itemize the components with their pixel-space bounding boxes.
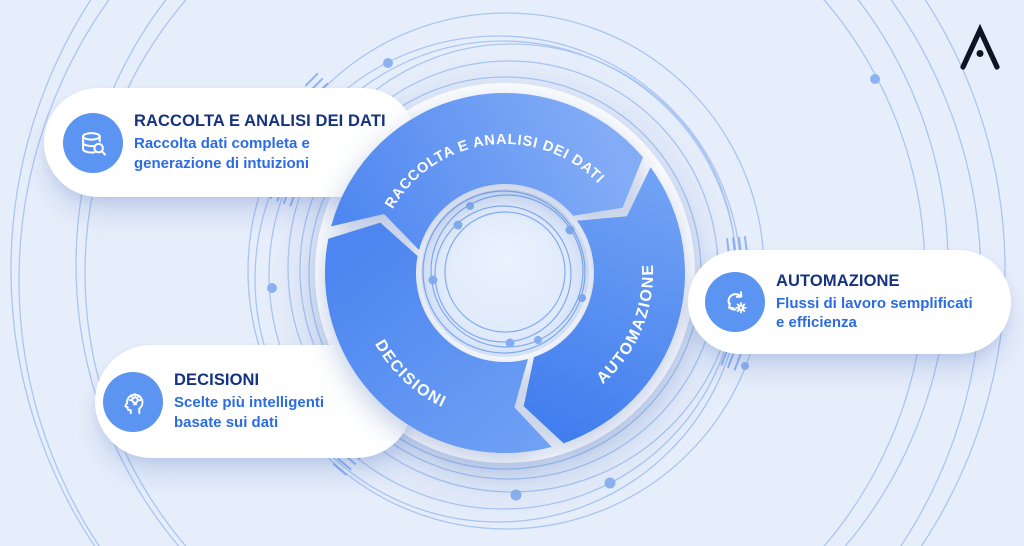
brand-logo <box>958 23 1002 77</box>
card-decisioni: DECISIONI Scelte più intelligenti basate… <box>95 345 413 458</box>
segment-automazione <box>523 167 685 444</box>
card-automazione-title: AUTOMAZIONE <box>776 271 900 290</box>
card-raccolta: RACCOLTA E ANALISI DEI DATI Raccolta dat… <box>44 88 417 197</box>
brand-logo-mark <box>960 23 1000 70</box>
svg-text:AUTOMAZIONE: AUTOMAZIONE <box>594 263 657 387</box>
card-raccolta-text: RACCOLTA E ANALISI DEI DATI Raccolta dat… <box>134 112 386 172</box>
ring-labels: RACCOLTA E ANALISI DEI DATI AUTOMAZIONE … <box>371 132 657 412</box>
database-search-icon <box>63 112 123 173</box>
card-raccolta-subtitle: Raccolta dati completa e generazione di … <box>134 135 310 172</box>
ring-label-automazione: AUTOMAZIONE <box>594 263 656 387</box>
card-decisioni-subtitle: Scelte più intelligenti basate sui dati <box>174 394 325 431</box>
card-raccolta-title: RACCOLTA E ANALISI DEI DATI <box>134 112 386 131</box>
card-decisioni-title: DECISIONI <box>174 371 260 390</box>
card-decisioni-text: DECISIONI Scelte più intelligenti basate… <box>174 371 324 431</box>
card-automazione-subtitle: Flussi di lavoro semplificati e efficien… <box>776 294 973 331</box>
card-automazione-text: AUTOMAZIONE Flussi di lavoro semplificat… <box>776 272 973 332</box>
card-automazione: AUTOMAZIONE Flussi di lavoro semplificat… <box>688 250 1011 354</box>
ring-center-disc <box>421 189 589 357</box>
sync-gear-icon <box>705 272 765 332</box>
head-lightbulb-icon <box>103 371 163 432</box>
center-orbit-dots <box>428 202 586 348</box>
